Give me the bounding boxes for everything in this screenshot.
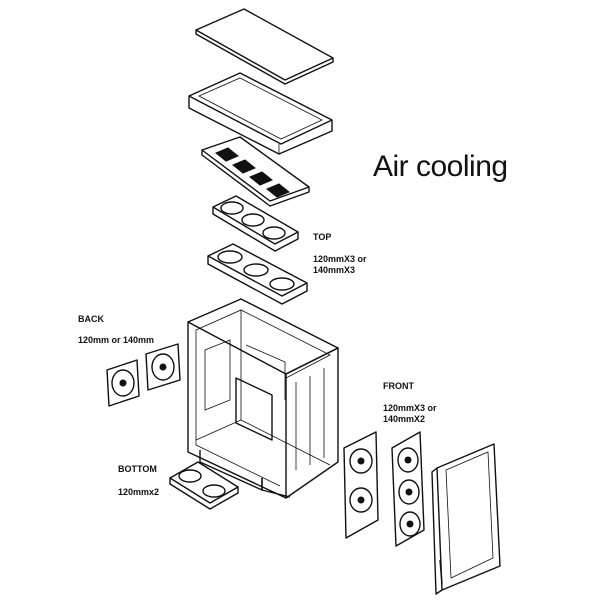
bottom-spec: 120mmx2 <box>118 487 160 497</box>
top-fan-row-upper <box>212 195 299 252</box>
bottom-fan-pair <box>169 461 239 510</box>
top-glass-panel <box>195 8 334 85</box>
back-fan-left <box>106 359 140 407</box>
chassis-body <box>187 298 339 499</box>
top-cover-frame <box>188 72 333 155</box>
front-fan-column-left <box>343 431 379 539</box>
front-label: FRONT <box>383 381 414 391</box>
top-spec-line-1: 120mmX3 or <box>313 254 367 264</box>
top-dust-filter <box>201 136 310 207</box>
front-spec-line-2: 140mmX2 <box>383 414 426 424</box>
back-spec: 120mm or 140mm <box>78 335 155 345</box>
front-panel <box>431 443 501 595</box>
top-label: TOP <box>313 232 332 242</box>
front-fan-column-right <box>391 431 425 547</box>
back-fan-right <box>145 343 181 391</box>
top-spec-line-2: 140mmX3 <box>313 265 356 275</box>
back-label: BACK <box>78 314 104 324</box>
bottom-label: BOTTOM <box>118 464 157 474</box>
top-fan-row-lower <box>207 243 308 305</box>
diagram-title: Air cooling <box>373 150 508 183</box>
front-spec-line-1: 120mmX3 or <box>383 403 437 413</box>
